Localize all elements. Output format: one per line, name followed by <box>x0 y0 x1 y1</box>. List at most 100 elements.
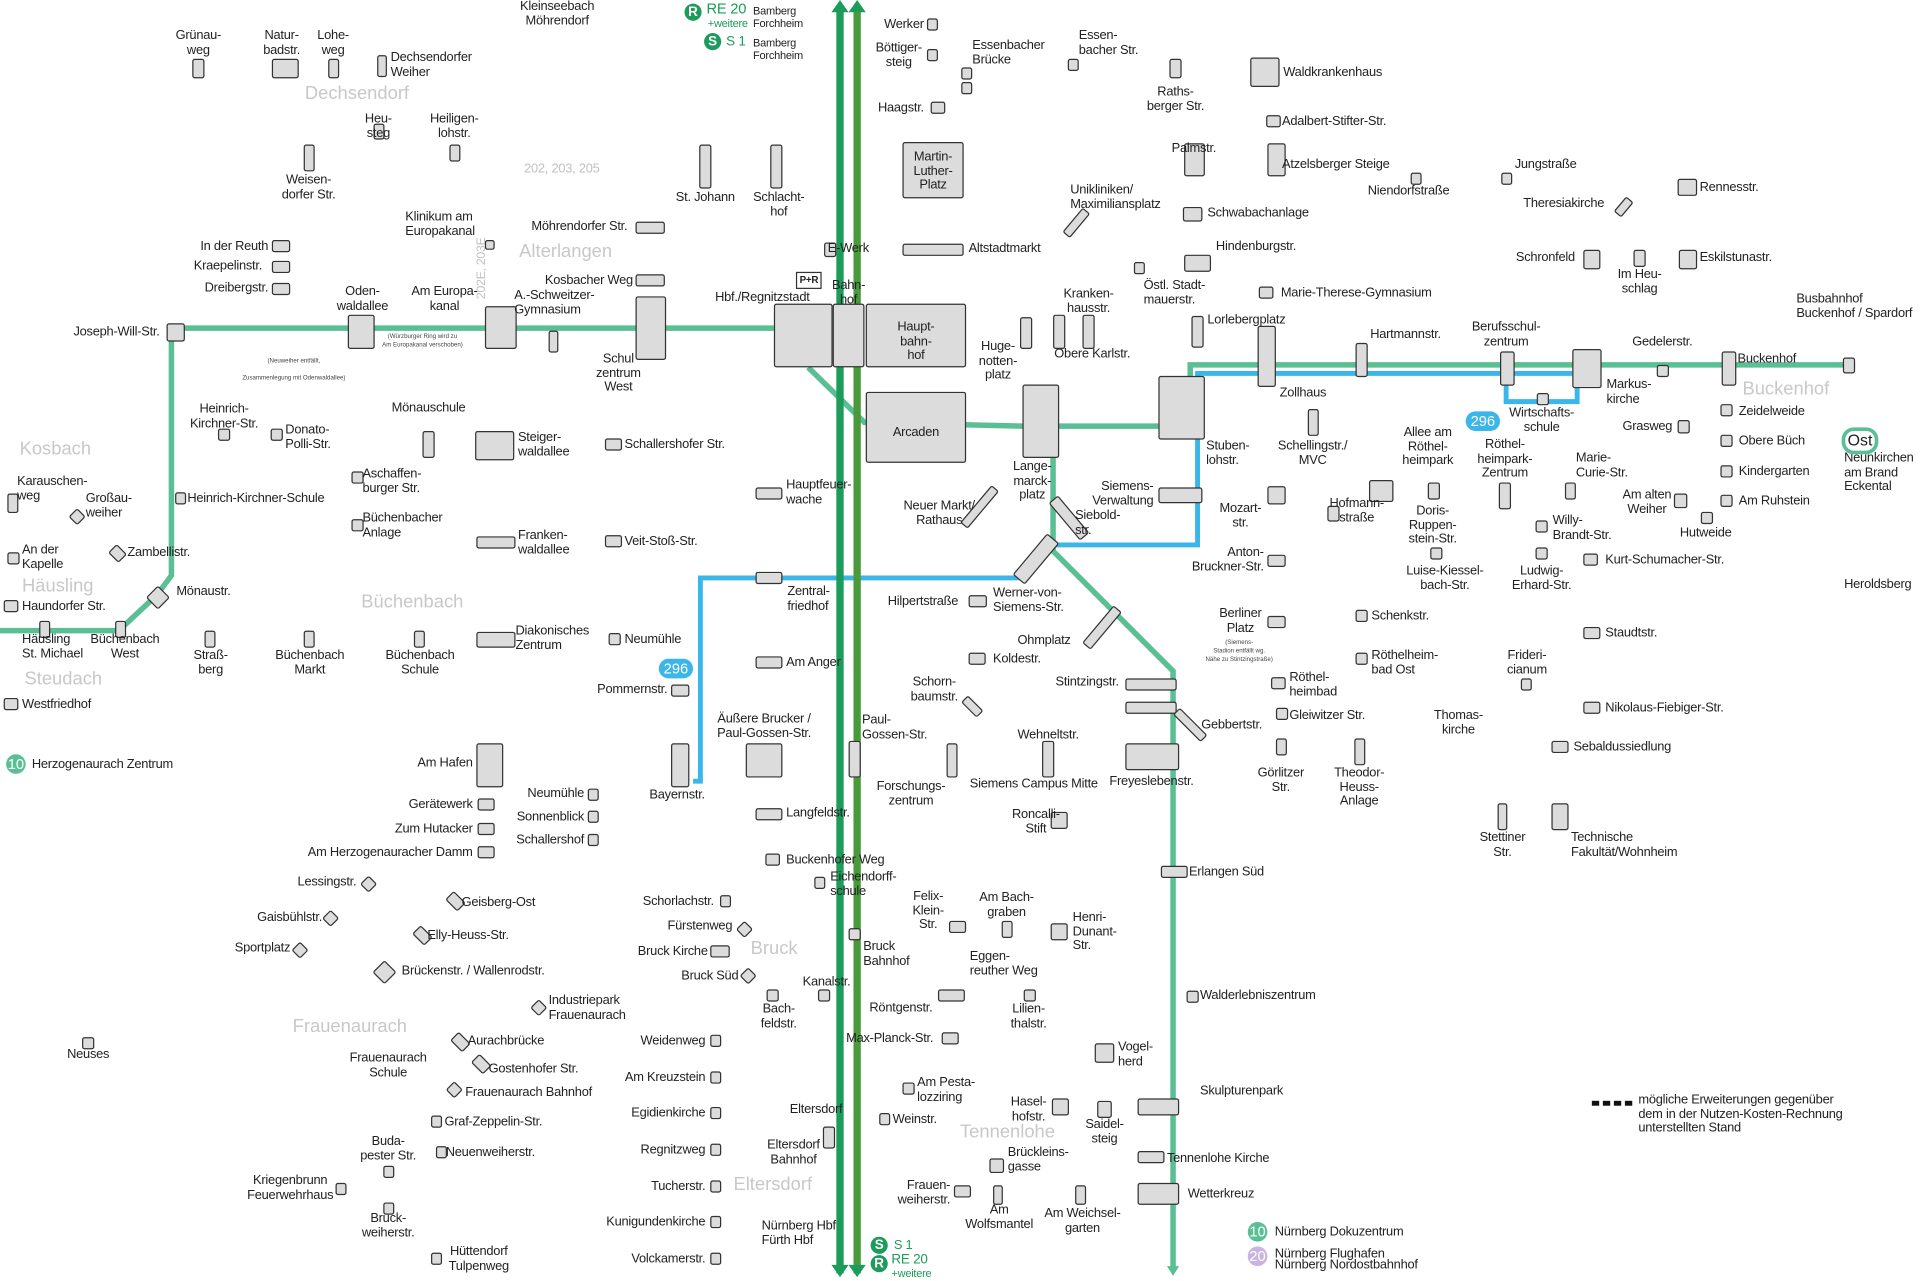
stop-label: Willy- Brandt-Str. <box>1552 513 1612 542</box>
stop-marker <box>937 989 965 1002</box>
stop-marker <box>635 221 665 234</box>
stop-marker <box>1677 178 1698 196</box>
stop-label: Tennenlohe Kirche <box>1166 1151 1270 1166</box>
rail-re20-label: RE 20 <box>891 1252 928 1268</box>
district-label: Kosbach <box>19 438 92 460</box>
stop-marker <box>1022 384 1060 458</box>
stop-label: Waldkrankenhaus <box>1283 64 1383 80</box>
stop-label: Im Heu- schlag <box>1617 266 1662 296</box>
stop-label: Lange- marck- platz <box>1012 459 1052 503</box>
stop-marker <box>477 798 495 811</box>
stop-marker <box>484 306 517 349</box>
stop-label: Adalbert-Stifter-Str. <box>1282 113 1387 129</box>
stop-label: Gleiwitzer Str. <box>1289 707 1366 723</box>
stop-marker <box>1677 420 1690 434</box>
stop-label: Hasel- hofstr. <box>1010 1094 1047 1124</box>
stop-label: Am Europa- kanal <box>411 284 478 313</box>
stop-marker <box>431 1115 443 1128</box>
stop-label: Nürnberg Hbf <box>761 1218 836 1234</box>
stop-label: Werker <box>884 17 924 32</box>
stop-marker <box>1050 923 1068 941</box>
stop-label: Großau- weiher <box>85 491 132 520</box>
stop-marker <box>745 743 783 778</box>
stop-label: Möhrendorfer Str. <box>531 219 628 234</box>
stop-marker <box>993 1185 1003 1205</box>
stop-label: Dreibergstr. <box>204 280 269 296</box>
stop-marker <box>373 123 385 140</box>
line-10-badge: 10 <box>6 754 26 774</box>
stop-label: Marie- Curie-Str. <box>1575 450 1628 480</box>
stop-label: Bruck Bahnhof <box>863 939 910 968</box>
stop-marker <box>476 536 516 549</box>
stop-label: Zambellistr. <box>127 544 191 560</box>
stop-marker <box>1720 404 1733 417</box>
stop-marker <box>1067 58 1079 72</box>
stop-marker <box>422 431 435 458</box>
stop-marker <box>1125 678 1177 691</box>
stop-label: Skulpturenpark <box>1200 1083 1284 1099</box>
stop-label: Buckenhofer Weg <box>786 852 885 867</box>
stop-label: Brückleins- gasse <box>1007 1144 1069 1174</box>
stop-label: Rennesstr. <box>1699 180 1759 195</box>
stop-marker <box>475 431 515 461</box>
rail-s1-label: S 1 <box>726 34 746 49</box>
district-label: Steudach <box>24 668 103 690</box>
stop-label: Büchenbach West <box>90 631 160 661</box>
stop-marker <box>941 1032 959 1045</box>
stop-marker <box>1267 615 1286 629</box>
stop-label: Kanalstr. <box>802 974 851 990</box>
stop-marker <box>1275 738 1287 756</box>
stop-marker <box>1020 317 1033 349</box>
stop-marker <box>1355 652 1368 665</box>
stop-marker <box>7 552 20 565</box>
stop-label: Paul- Gossen-Str. <box>862 712 928 742</box>
stop-label: Nürnberg Dokuzentrum <box>1274 1224 1404 1240</box>
stop-label: Haagstr. <box>877 100 924 116</box>
stop-label: Industriepark Frauenaurach <box>548 993 626 1022</box>
stop-label: Frideri- cianum <box>1506 647 1547 677</box>
stop-marker <box>710 1143 722 1156</box>
rail-icon: R <box>870 1255 888 1273</box>
stop-marker <box>1583 249 1601 270</box>
stop-label: Zeidelweide <box>1738 404 1805 419</box>
stop-marker <box>848 928 861 941</box>
stop-label: Volckamerstr. <box>631 1251 706 1267</box>
stop-label: Franken- waldallee <box>517 527 570 557</box>
stop-label: Am Anger <box>786 655 841 670</box>
stop-label: Buckenhof <box>1737 351 1797 367</box>
stop-label: Niendorfstraße <box>1367 183 1450 199</box>
bus-lines-label: 202, 203, 205 <box>524 161 600 177</box>
stop-label: Altstadtmarkt <box>968 241 1041 256</box>
stop-marker <box>824 242 837 258</box>
stop-label: Siemens- Verwaltung <box>1092 478 1154 508</box>
stop-label: Hindenburgstr. <box>1215 238 1297 254</box>
stop-marker <box>1368 480 1394 503</box>
stop-marker <box>822 1126 836 1149</box>
stop-label: Wehneltstr. <box>1017 727 1079 743</box>
stop-label: Martin- Luther- Platz <box>913 149 953 193</box>
stop-label: Obere Büch <box>1738 433 1805 449</box>
stop-marker <box>435 1146 447 1159</box>
stop-label: Essen- bacher Str. <box>1078 28 1139 57</box>
stop-label: Theresiakirche <box>1523 195 1605 211</box>
stop-marker <box>587 788 599 801</box>
stop-label: Sebaldussiedlung <box>1573 739 1672 755</box>
stop-marker <box>1137 1151 1165 1164</box>
stop-label: Stuben- lohstr. <box>1206 438 1250 468</box>
stop-label: Nürnberg Flughafen <box>1274 1246 1385 1262</box>
planning-note: (Siemens- Stadion entfällt wg. Nähe zu S… <box>1205 639 1273 664</box>
stop-label: Essenbacher Brücke <box>972 37 1045 67</box>
rail-s1-label: S 1 <box>893 1237 913 1253</box>
stop-marker <box>902 142 964 199</box>
stop-marker <box>271 58 299 79</box>
stop-label: Roncalli- Stift <box>1012 806 1060 836</box>
stop-label: Schallershof <box>516 832 585 848</box>
stop-marker <box>1160 865 1188 878</box>
stop-marker <box>926 48 938 62</box>
stop-marker <box>303 630 315 648</box>
district-label: Alterlangen <box>519 241 613 263</box>
stop-marker <box>710 1252 722 1265</box>
stop-marker <box>1133 262 1145 275</box>
stop-marker <box>968 652 986 665</box>
stop-marker <box>930 101 946 114</box>
